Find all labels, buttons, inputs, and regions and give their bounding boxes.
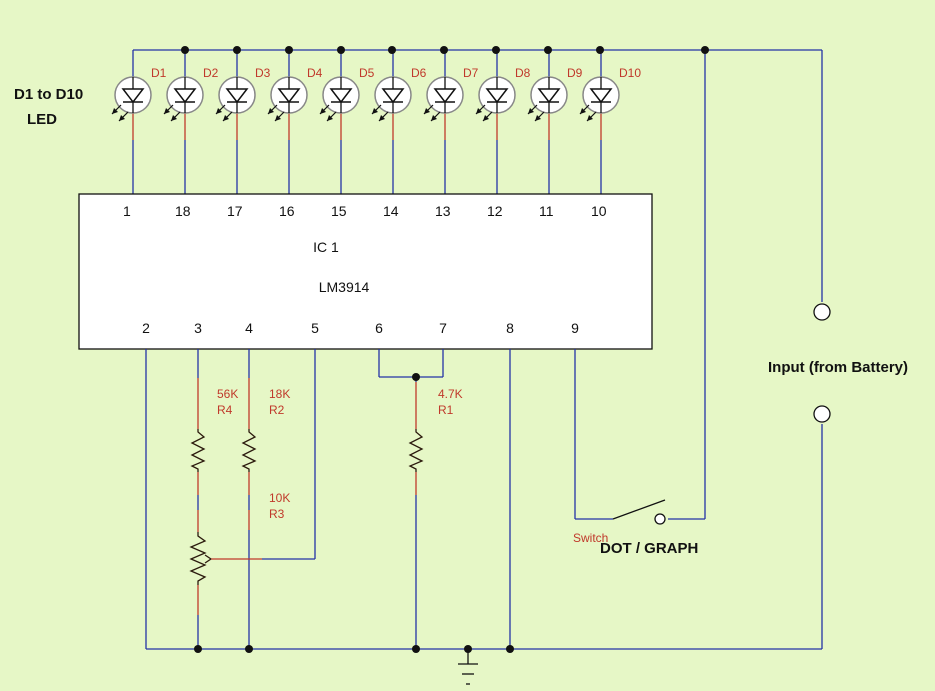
- r4-value: 56K: [217, 387, 238, 401]
- resistor-r2: [241, 429, 257, 472]
- ic-pin-label: 2: [142, 320, 150, 336]
- r1-value: 4.7K: [438, 387, 463, 401]
- ic-pin-label: 5: [311, 320, 319, 336]
- led-label: D5: [359, 66, 375, 80]
- ic-lm3914: 1 18 17 16 15 14 13 12 11 10 2 3 4 5 6 7 8 9 IC 1 LM3914: [78, 193, 653, 350]
- ic-pin-label: 15: [331, 203, 347, 219]
- resistor-r1: [408, 429, 424, 472]
- led-8: D8: [475, 50, 531, 194]
- ic-pin-label: 7: [439, 320, 447, 336]
- r2-value: 18K: [269, 387, 290, 401]
- ic-pin-label: 9: [571, 320, 579, 336]
- r2-ref: R2: [269, 403, 285, 417]
- led-label: D9: [567, 66, 583, 80]
- led-2: D2: [163, 50, 219, 194]
- r1-ref: R1: [438, 403, 454, 417]
- input-label: Input (from Battery): [768, 359, 908, 376]
- ic-pin-label: 16: [279, 203, 295, 219]
- led-label: D10: [619, 66, 641, 80]
- ic-pin-label: 3: [194, 320, 202, 336]
- ic-body: [78, 193, 653, 350]
- led-1: D1: [111, 50, 167, 194]
- ic-pin-label: 1: [123, 203, 131, 219]
- led-label: D8: [515, 66, 531, 80]
- resistor-r4: [190, 429, 206, 472]
- switch-label: DOT / GRAPH: [600, 540, 698, 557]
- input-terminal-positive: [813, 303, 831, 321]
- ic-pin-label: 12: [487, 203, 503, 219]
- ic-pin-label: 8: [506, 320, 514, 336]
- input-terminals: Input (from Battery): [768, 303, 908, 423]
- ic-bottom-pin-labels: 2 3 4 5 6 7 8 9: [142, 320, 579, 336]
- led-label: D3: [255, 66, 271, 80]
- resistor-labels: 56K R4 18K R2 10K R3 4.7K R1: [217, 387, 463, 521]
- r4-ref: R4: [217, 403, 233, 417]
- input-terminal-negative: [813, 405, 831, 423]
- led-label: D7: [463, 66, 479, 80]
- led-4: D4: [267, 50, 323, 194]
- potentiometer: [189, 532, 212, 585]
- led-5: D5: [319, 50, 375, 194]
- switch-contact: [654, 513, 666, 525]
- ic-pin-label: 13: [435, 203, 451, 219]
- led-label: D6: [411, 66, 427, 80]
- r3-value: 10K: [269, 491, 290, 505]
- dot-graph-switch: Switch DOT / GRAPH: [573, 499, 698, 557]
- junction-dots: [181, 46, 709, 653]
- led-label: D1: [151, 66, 167, 80]
- led-label: D2: [203, 66, 219, 80]
- r3-ref: R3: [269, 507, 285, 521]
- led-group-label-line2: LED: [27, 111, 57, 128]
- led-array: D1 D2 D3 D4 D5 D6 D7 D8 D9 D10: [111, 50, 641, 194]
- switch-ref: Switch: [573, 531, 608, 545]
- ic-pin-label: 11: [539, 203, 554, 219]
- led-label: D4: [307, 66, 323, 80]
- ic-pin-label: 17: [227, 203, 243, 219]
- ic-pin-label: 4: [245, 320, 253, 336]
- led-group-label-line1: D1 to D10: [14, 86, 83, 103]
- ic-pin-label: 18: [175, 203, 191, 219]
- ic-pin-label: 14: [383, 203, 399, 219]
- ic-name: IC 1: [313, 239, 339, 255]
- led-10: D10: [579, 50, 641, 194]
- led-3: D3: [215, 50, 271, 194]
- bottom-wiring: [145, 349, 823, 650]
- led-6: D6: [371, 50, 427, 194]
- ic-pin-label: 10: [591, 203, 607, 219]
- led-9: D9: [527, 50, 583, 194]
- ic-pin-label: 6: [375, 320, 383, 336]
- led-7: D7: [423, 50, 479, 194]
- ic-part-number: LM3914: [319, 279, 370, 295]
- ic-top-pin-labels: 1 18 17 16 15 14 13 12 11 10: [123, 203, 607, 219]
